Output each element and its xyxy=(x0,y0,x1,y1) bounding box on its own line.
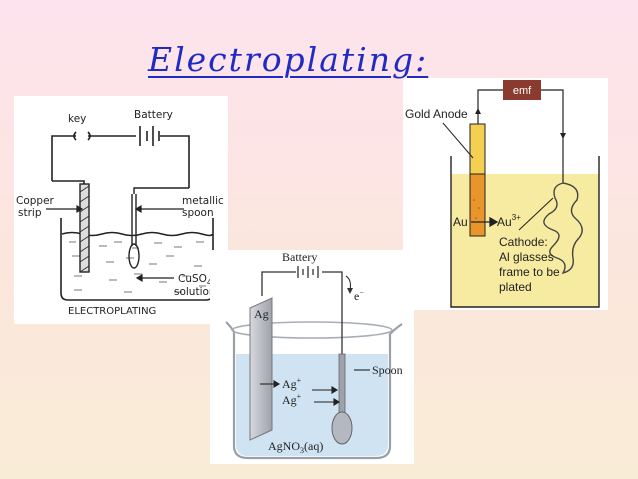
silver-cathode-wire xyxy=(322,271,343,368)
spoon-label-1: metallic xyxy=(182,195,224,207)
au-label: Au xyxy=(453,215,468,229)
beaker-outline xyxy=(225,321,403,460)
spoon-label-2: spoon xyxy=(182,207,214,219)
ag-ion-label-2: Ag+ xyxy=(282,392,302,407)
emf-label: emf xyxy=(513,85,532,97)
beaker-rim xyxy=(231,321,393,339)
silver-spoon xyxy=(331,353,353,445)
anode-pointer xyxy=(442,122,474,159)
electroplating-sketch-diagram: key Battery Copper strip metallic spoon … xyxy=(14,96,228,324)
wire-right xyxy=(160,135,190,188)
gold-anode-label: Gold Anode xyxy=(405,107,468,121)
ion-arrow xyxy=(471,216,499,228)
silver-plating-diagram: Battery e− Ag Ag+ Ag+ Spoon AgNO3(aq) xyxy=(210,250,414,464)
cathode-line-1: Cathode: xyxy=(499,235,548,249)
silver-battery-label: Battery xyxy=(282,250,317,264)
silver-battery-symbol xyxy=(297,266,319,278)
electron-label: e− xyxy=(354,288,364,303)
cathode-line-4: plated xyxy=(499,280,532,294)
cathode-frame xyxy=(543,182,583,275)
silver-anode-wire xyxy=(261,271,296,296)
solution-label-1: CuSO4 xyxy=(178,273,212,287)
silver-solution-label: AgNO3(aq) xyxy=(268,439,323,455)
silver-plating-svg: Battery e− Ag Ag+ Ag+ Spoon AgNO3(aq) xyxy=(225,250,403,460)
wire-left xyxy=(51,135,76,181)
cathode-wire xyxy=(541,89,564,183)
cathode-line-2: Al glasses xyxy=(499,250,554,264)
copper-label-2: strip xyxy=(18,207,42,219)
gold-anode-lower xyxy=(469,173,486,237)
sketch-svg: key Battery Copper strip metallic spoon … xyxy=(16,109,224,317)
copper-strip xyxy=(52,180,90,273)
ag-plate-label: Ag xyxy=(254,307,269,321)
spoon-label: Spoon xyxy=(372,363,403,377)
solution-hatching xyxy=(69,241,206,293)
gold-plating-diagram: emf Gold Anode Au Au3+ Cathode: Al glass… xyxy=(403,78,608,310)
silver-anode-plate xyxy=(249,297,273,441)
page-title: Electroplating: xyxy=(148,40,429,79)
au3-label: Au3+ xyxy=(497,213,521,229)
cathode-line-3: frame to be xyxy=(499,265,560,279)
battery-label: Battery xyxy=(134,109,173,121)
anode-wire xyxy=(477,89,503,124)
silver-ion-arrows xyxy=(260,369,370,406)
key-symbol xyxy=(73,131,77,141)
solution-label-2: solution xyxy=(174,286,216,298)
copper-label-1: Copper xyxy=(16,195,55,207)
key-label: key xyxy=(68,113,86,125)
emf-box xyxy=(503,80,541,100)
electron-arrow xyxy=(345,275,352,291)
gold-plating-svg: emf Gold Anode Au Au3+ Cathode: Al glass… xyxy=(405,80,600,308)
cathode-pointer xyxy=(518,197,554,231)
label-arrows xyxy=(46,204,184,283)
sketch-caption: ELECTROPLATING xyxy=(68,306,156,317)
ag-ion-label-1: Ag+ xyxy=(282,376,302,391)
tank xyxy=(450,156,600,308)
gold-anode-upper xyxy=(469,123,486,175)
metallic-spoon xyxy=(128,187,189,269)
